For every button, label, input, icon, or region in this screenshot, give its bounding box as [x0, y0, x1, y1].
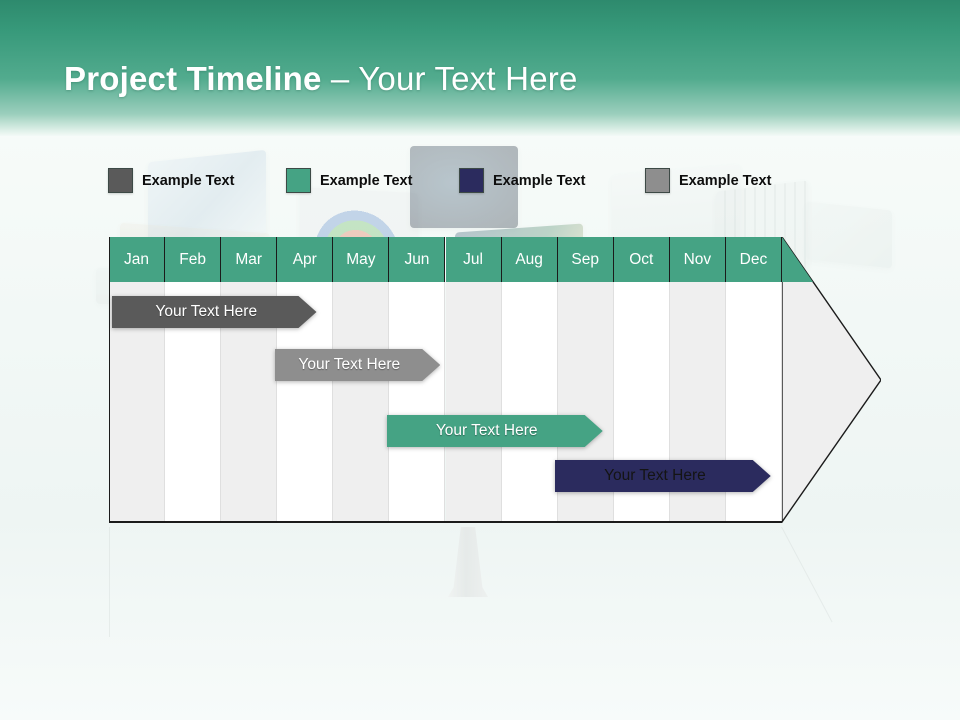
task-bar-4[interactable]: Your Text Here	[555, 460, 771, 492]
page-title-light: Your Text Here	[358, 60, 578, 97]
month-header-dec[interactable]: Dec	[725, 237, 782, 282]
grid-bottom-border	[109, 521, 782, 523]
month-header-nov[interactable]: Nov	[669, 237, 726, 282]
column-divider	[612, 282, 614, 523]
column-divider	[220, 282, 222, 523]
task-bar-2[interactable]: Your Text Here	[274, 349, 440, 381]
month-column-background	[333, 282, 390, 523]
header-band: Project Timeline – Your Text Here	[0, 0, 960, 136]
month-column-background	[445, 282, 502, 523]
legend-item-3: Example Text	[459, 168, 585, 193]
month-header-sep[interactable]: Sep	[557, 237, 614, 282]
month-column-mar: Mar	[221, 237, 278, 523]
column-divider	[444, 282, 446, 523]
background-photo-laptop-left	[148, 149, 266, 247]
page-title-dash: –	[321, 60, 359, 97]
month-column-may: May	[333, 237, 390, 523]
month-header-may[interactable]: May	[333, 237, 390, 282]
column-divider	[500, 282, 502, 523]
legend-swatch-icon-2	[286, 168, 311, 193]
column-divider	[332, 282, 334, 523]
task-bar-label-1: Your Text Here	[155, 303, 258, 320]
month-column-feb: Feb	[165, 237, 222, 523]
column-divider	[724, 282, 726, 523]
legend-label-1: Example Text	[142, 172, 235, 189]
timeline-arrow-head	[782, 237, 881, 523]
month-column-aug: Aug	[501, 237, 558, 523]
month-header-jan[interactable]: Jan	[109, 237, 166, 282]
legend-swatch-icon-1	[108, 168, 133, 193]
reflection-left-edge	[109, 527, 110, 637]
column-divider	[276, 282, 278, 523]
reflection-diagonal	[781, 527, 833, 623]
month-header-apr[interactable]: Apr	[277, 237, 334, 282]
month-header-mar[interactable]: Mar	[221, 237, 278, 282]
page-title-bold: Project Timeline	[64, 60, 322, 97]
monitor-stand	[448, 527, 488, 597]
month-header-aug[interactable]: Aug	[501, 237, 558, 282]
task-bar-arrow-shape-3	[386, 415, 603, 447]
month-column-jan: Jan	[109, 237, 166, 523]
task-bar-label-3: Your Text Here	[435, 422, 538, 439]
task-bar-3[interactable]: Your Text Here	[386, 415, 603, 447]
task-bar-1[interactable]: Your Text Here	[112, 296, 317, 328]
timeline-arrow-head-shape	[782, 237, 881, 523]
task-bar-label-4: Your Text Here	[604, 467, 706, 484]
column-divider	[388, 282, 390, 523]
task-bar-arrow-shape-4	[555, 460, 771, 492]
month-column-background	[389, 282, 446, 523]
month-column-jun: Jun	[389, 237, 446, 523]
column-divider	[668, 282, 670, 523]
column-divider	[556, 282, 558, 523]
legend-swatch-icon-3	[459, 168, 484, 193]
legend-item-4: Example Text	[645, 168, 771, 193]
month-header-feb[interactable]: Feb	[165, 237, 222, 282]
month-column-background	[501, 282, 558, 523]
page-title: Project Timeline – Your Text Here	[64, 60, 578, 98]
legend-label-2: Example Text	[320, 172, 413, 189]
legend: Example Text Example Text Example Text Exam…	[0, 168, 960, 196]
task-bar-arrow-shape-2	[274, 349, 440, 381]
legend-swatch-icon-4	[645, 168, 670, 193]
chart-reflection	[109, 527, 879, 647]
column-divider	[164, 282, 166, 523]
task-bar-arrow-shape-1	[112, 296, 317, 328]
timeline-arrow-head-green-corner	[782, 237, 813, 282]
task-bar-label-2: Your Text Here	[298, 356, 401, 373]
legend-item-2: Example Text	[286, 168, 412, 193]
legend-item-1: Example Text	[108, 168, 234, 193]
month-column-jul: Jul	[445, 237, 502, 523]
legend-label-4: Example Text	[679, 172, 772, 189]
month-header-jun[interactable]: Jun	[389, 237, 446, 282]
month-header-oct[interactable]: Oct	[613, 237, 670, 282]
legend-label-3: Example Text	[493, 172, 586, 189]
month-header-jul[interactable]: Jul	[445, 237, 502, 282]
